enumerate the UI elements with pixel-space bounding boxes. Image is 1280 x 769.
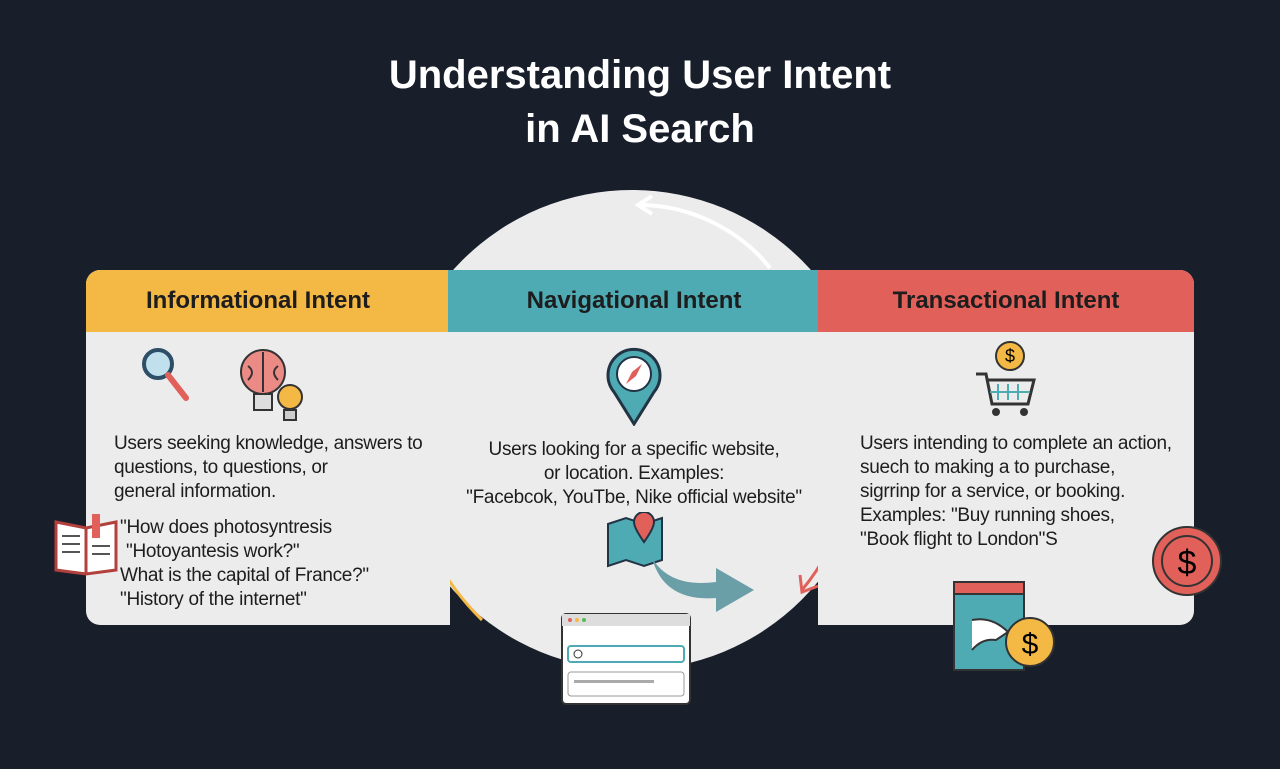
- compass-pin-icon: [606, 347, 662, 426]
- payment-icon: $: [953, 581, 1055, 671]
- page-title: Understanding User Intent in AI Search: [0, 48, 1280, 156]
- title-line-1: Understanding User Intent: [388, 53, 892, 97]
- informational-panel: Informational Intent Users seeking knowl…: [86, 270, 450, 625]
- informational-description: Users seeking knowledge, answers to ques…: [114, 432, 423, 504]
- svg-text:$: $: [1178, 544, 1197, 582]
- navigational-heading: Navigational Intent: [448, 270, 820, 332]
- lightbulb-icon: [277, 384, 303, 421]
- example-line: "Hotoyantesis work?": [126, 541, 300, 562]
- example-line: "History of the internet": [120, 589, 307, 610]
- desc-line: "Book flight to London"S: [860, 529, 1058, 550]
- title-line-2: in AI Search: [525, 107, 755, 151]
- book-icon: [54, 514, 118, 576]
- example-line: "How does photosyntresis: [120, 517, 332, 538]
- svg-text:$: $: [1005, 346, 1015, 366]
- map-icon: [607, 512, 663, 568]
- desc-line: questions, to questions, or: [114, 457, 328, 478]
- brain-icon: [240, 349, 286, 411]
- magnifier-icon: [142, 348, 189, 401]
- dollar-coin-icon: $: [1152, 526, 1222, 596]
- desc-line: Users looking for a specific website,: [488, 439, 780, 460]
- navigational-description: Users looking for a specific website, or…: [448, 438, 820, 510]
- desc-line: general information.: [114, 481, 276, 502]
- svg-text:$: $: [1022, 628, 1039, 661]
- example-line: What is the capital of France?": [120, 565, 369, 586]
- arrow-icon: [652, 558, 754, 612]
- transactional-panel: Transactional Intent Users intending to …: [818, 270, 1194, 625]
- desc-line: Users intending to complete an action,: [860, 433, 1172, 454]
- desc-line: Examples: "Buy running shoes,: [860, 505, 1115, 526]
- desc-line: Users seeking knowledge, answers to: [114, 433, 423, 454]
- desc-line: or location. Examples:: [543, 463, 725, 484]
- desc-line: "Facebcok, YouTbe, Nike official website…: [466, 487, 802, 508]
- informational-examples: "How does photosyntresis "Hotoyantesis w…: [120, 516, 369, 612]
- informational-heading: Informational Intent: [86, 270, 450, 332]
- desc-line: suech to making a to purchase,: [860, 457, 1116, 478]
- desc-line: sigrrinp for a service, or booking.: [860, 481, 1126, 502]
- browser-icon: [561, 613, 691, 705]
- transactional-heading: Transactional Intent: [818, 270, 1194, 332]
- cart-icon: $: [976, 341, 1036, 416]
- transactional-description: Users intending to complete an action, s…: [860, 432, 1172, 552]
- navigational-panel: Navigational Intent Users looking for a …: [448, 270, 820, 625]
